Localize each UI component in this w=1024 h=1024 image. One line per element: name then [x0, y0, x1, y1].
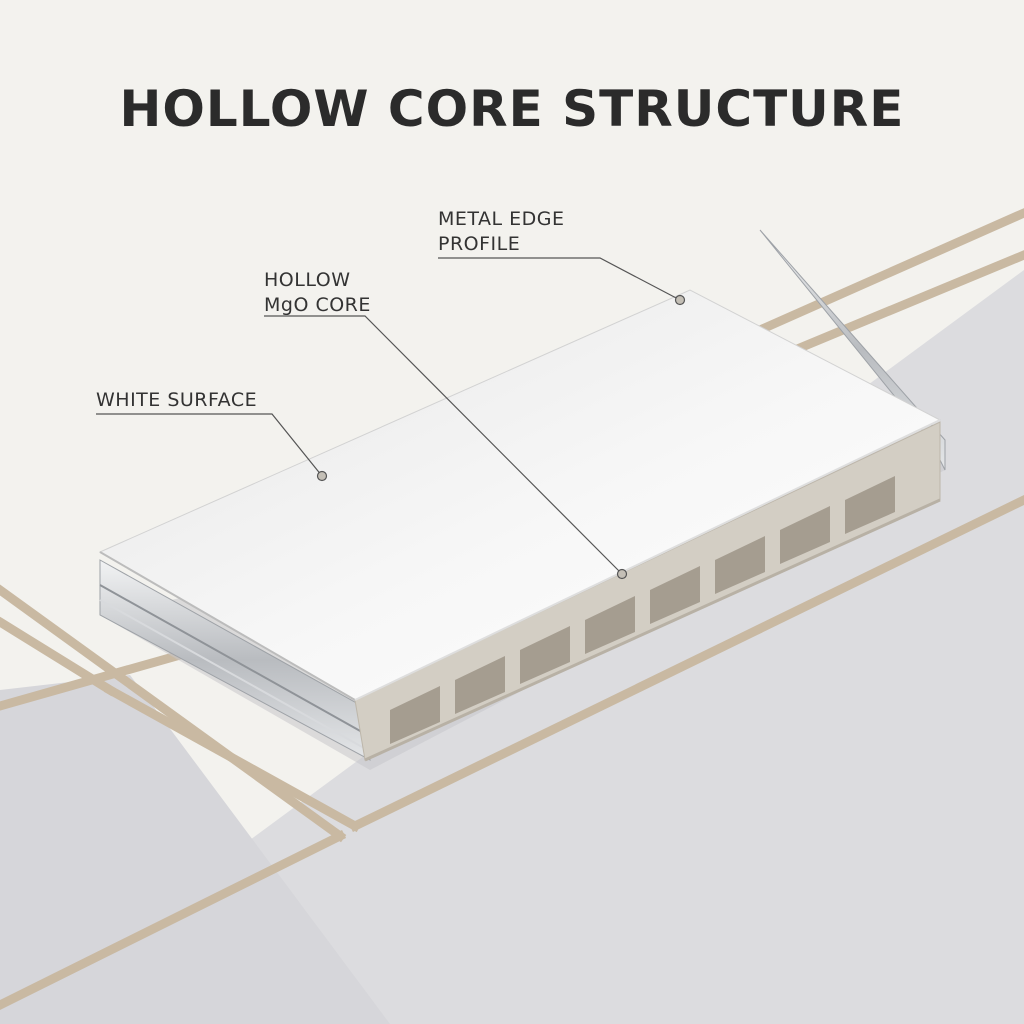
metal-edge-back — [759, 229, 946, 471]
callout-dot-hollow-core — [616, 568, 628, 580]
callout-label-line: WHITE SURFACE — [96, 389, 258, 411]
core-cavity — [520, 626, 570, 684]
leader-lines — [96, 257, 681, 575]
core-cavity — [780, 506, 830, 564]
callout-label-metal-edge: METAL EDGE PROFILE — [438, 207, 565, 257]
core-cavity — [390, 686, 440, 744]
leader-line-hollow-core — [264, 315, 623, 575]
hollow-core-face — [354, 421, 941, 762]
core-cavity — [650, 566, 700, 624]
callout-dot-white-surface — [316, 470, 328, 482]
leader-line-white-surface — [96, 413, 323, 477]
callout-label-line: MgO CORE — [264, 294, 371, 316]
floor-tile-left — [0, 675, 390, 1024]
core-cavity — [455, 656, 505, 714]
grout-line — [784, 250, 1024, 358]
core-cavity — [845, 476, 895, 534]
callout-label-white-surface: WHITE SURFACE — [96, 388, 257, 413]
grout-line — [0, 649, 186, 711]
grout-lines — [0, 208, 1024, 1011]
core-cavity — [585, 596, 635, 654]
metal-edge-profile — [99, 229, 946, 761]
page-title: HOLLOW CORE STRUCTURE — [119, 80, 905, 138]
callout-dots — [316, 294, 686, 580]
callout-label-line: HOLLOW — [264, 269, 351, 291]
callout-label-hollow-core: HOLLOW MgO CORE — [264, 268, 371, 318]
grout-line — [0, 584, 347, 843]
callout-label-line: PROFILE — [438, 233, 521, 255]
callout-label-line: METAL EDGE — [438, 208, 565, 230]
core-cavity — [715, 536, 765, 594]
callout-dot-metal-edge — [674, 294, 686, 306]
grout-line — [0, 829, 347, 1011]
grout-line — [103, 683, 362, 833]
grout-line — [754, 208, 1024, 336]
core-cavities — [390, 476, 895, 744]
leader-line-metal-edge — [438, 257, 681, 301]
grout-line — [348, 494, 1024, 833]
